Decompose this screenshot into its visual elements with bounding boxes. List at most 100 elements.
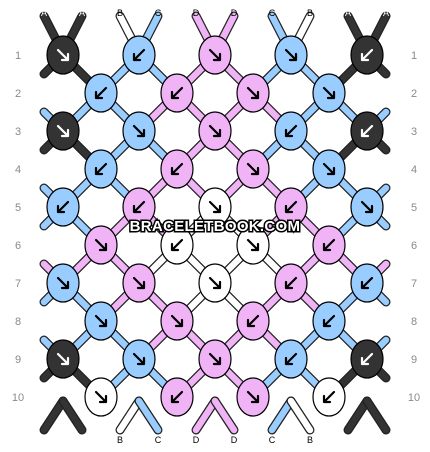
arrow-down-right-icon — [246, 238, 260, 252]
arrow-down-right-icon — [132, 276, 146, 290]
arrow-down-right-icon — [56, 276, 70, 290]
string-letter: B — [307, 435, 313, 445]
string-letter: A — [41, 8, 47, 18]
arrow-down-left-icon — [360, 276, 374, 290]
row-number-left: 1 — [15, 50, 21, 62]
row-number-left: 2 — [15, 88, 21, 100]
string-letter: D — [231, 435, 238, 445]
arrow-down-left-icon — [360, 48, 374, 62]
string-segment — [59, 397, 86, 434]
row-number-right: 9 — [411, 354, 417, 366]
string-letter: B — [117, 8, 123, 18]
arrow-down-left-icon — [56, 200, 70, 214]
arrow-down-right-icon — [132, 124, 146, 138]
row-number-right: 1 — [411, 50, 417, 62]
row-number-left: 3 — [15, 126, 21, 138]
arrow-down-right-icon — [132, 352, 146, 366]
string-letter: A — [79, 8, 85, 18]
string-letter: A — [41, 435, 47, 445]
string-segment — [287, 397, 314, 434]
row-number-right: 7 — [411, 278, 417, 290]
row-number-right: 6 — [411, 240, 417, 252]
arrow-down-right-icon — [208, 276, 222, 290]
site-watermark: BRACELETBOOK.COM — [130, 218, 301, 235]
arrow-down-right-icon — [246, 390, 260, 404]
row-number-right: 10 — [408, 392, 420, 404]
row-number-left: 4 — [15, 164, 21, 176]
arrow-down-right-icon — [246, 162, 260, 176]
arrow-down-left-icon — [284, 200, 298, 214]
string-segment — [192, 397, 219, 434]
string-letter: C — [269, 8, 276, 18]
arrow-down-left-icon — [322, 314, 336, 328]
row-number-right: 5 — [411, 202, 417, 214]
string-letter: A — [383, 435, 389, 445]
row-number-left: 5 — [15, 202, 21, 214]
string-segment — [344, 397, 371, 434]
arrow-down-right-icon — [322, 86, 336, 100]
arrow-down-right-icon — [360, 200, 374, 214]
string-segment — [211, 397, 238, 434]
string-letter: D — [193, 8, 200, 18]
string-letter: A — [345, 435, 351, 445]
string-letter: D — [231, 8, 238, 18]
arrow-down-right-icon — [56, 48, 70, 62]
arrow-down-right-icon — [208, 48, 222, 62]
arrow-down-left-icon — [284, 352, 298, 366]
arrow-down-right-icon — [94, 238, 108, 252]
row-number-right: 8 — [411, 316, 417, 328]
arrow-down-left-icon — [132, 200, 146, 214]
row-number-left: 9 — [15, 354, 21, 366]
arrow-down-left-icon — [284, 276, 298, 290]
string-segment — [116, 397, 143, 434]
arrow-down-right-icon — [322, 162, 336, 176]
arrow-down-left-icon — [360, 352, 374, 366]
string-letter: B — [307, 8, 313, 18]
string-letter-labels: A A B C D D C B A A A A B C D D C B A A — [41, 8, 389, 445]
arrow-down-left-icon — [322, 390, 336, 404]
arrow-down-left-icon — [170, 390, 184, 404]
arrow-down-right-icon — [94, 390, 108, 404]
arrow-down-left-icon — [132, 48, 146, 62]
arrow-down-left-icon — [360, 124, 374, 138]
arrow-down-left-icon — [246, 314, 260, 328]
string-segment — [268, 397, 295, 434]
row-number-right: 2 — [411, 88, 417, 100]
arrow-down-right-icon — [208, 200, 222, 214]
arrow-down-left-icon — [170, 238, 184, 252]
string-letter: C — [269, 435, 276, 445]
string-segment — [363, 397, 390, 434]
string-letter: C — [155, 8, 162, 18]
string-segment — [40, 397, 67, 434]
arrow-down-left-icon — [322, 238, 336, 252]
arrow-down-left-icon — [170, 162, 184, 176]
arrow-down-left-icon — [170, 86, 184, 100]
string-letter: B — [117, 435, 123, 445]
row-number-right: 3 — [411, 126, 417, 138]
arrow-down-right-icon — [94, 314, 108, 328]
arrow-down-right-icon — [56, 352, 70, 366]
arrow-down-left-icon — [94, 162, 108, 176]
row-number-labels: 1 1 2 2 3 3 4 4 5 5 6 6 7 7 8 8 9 9 10 10 — [12, 50, 420, 404]
row-number-left: 8 — [15, 316, 21, 328]
knot-grid — [46, 35, 384, 417]
arrow-down-right-icon — [208, 352, 222, 366]
row-number-right: 4 — [411, 164, 417, 176]
arrow-down-right-icon — [170, 314, 184, 328]
arrow-down-left-icon — [94, 86, 108, 100]
row-number-left: 7 — [15, 278, 21, 290]
string-letter: A — [79, 435, 85, 445]
row-number-left: 10 — [12, 392, 24, 404]
string-letter: C — [155, 435, 162, 445]
arrow-down-right-icon — [208, 124, 222, 138]
arrow-down-right-icon — [284, 48, 298, 62]
row-number-left: 6 — [15, 240, 21, 252]
arrow-down-right-icon — [56, 124, 70, 138]
string-letter: A — [345, 8, 351, 18]
arrow-down-right-icon — [246, 86, 260, 100]
arrow-down-left-icon — [284, 124, 298, 138]
string-letter: D — [193, 435, 200, 445]
string-segment — [135, 397, 162, 434]
string-letter: A — [383, 8, 389, 18]
